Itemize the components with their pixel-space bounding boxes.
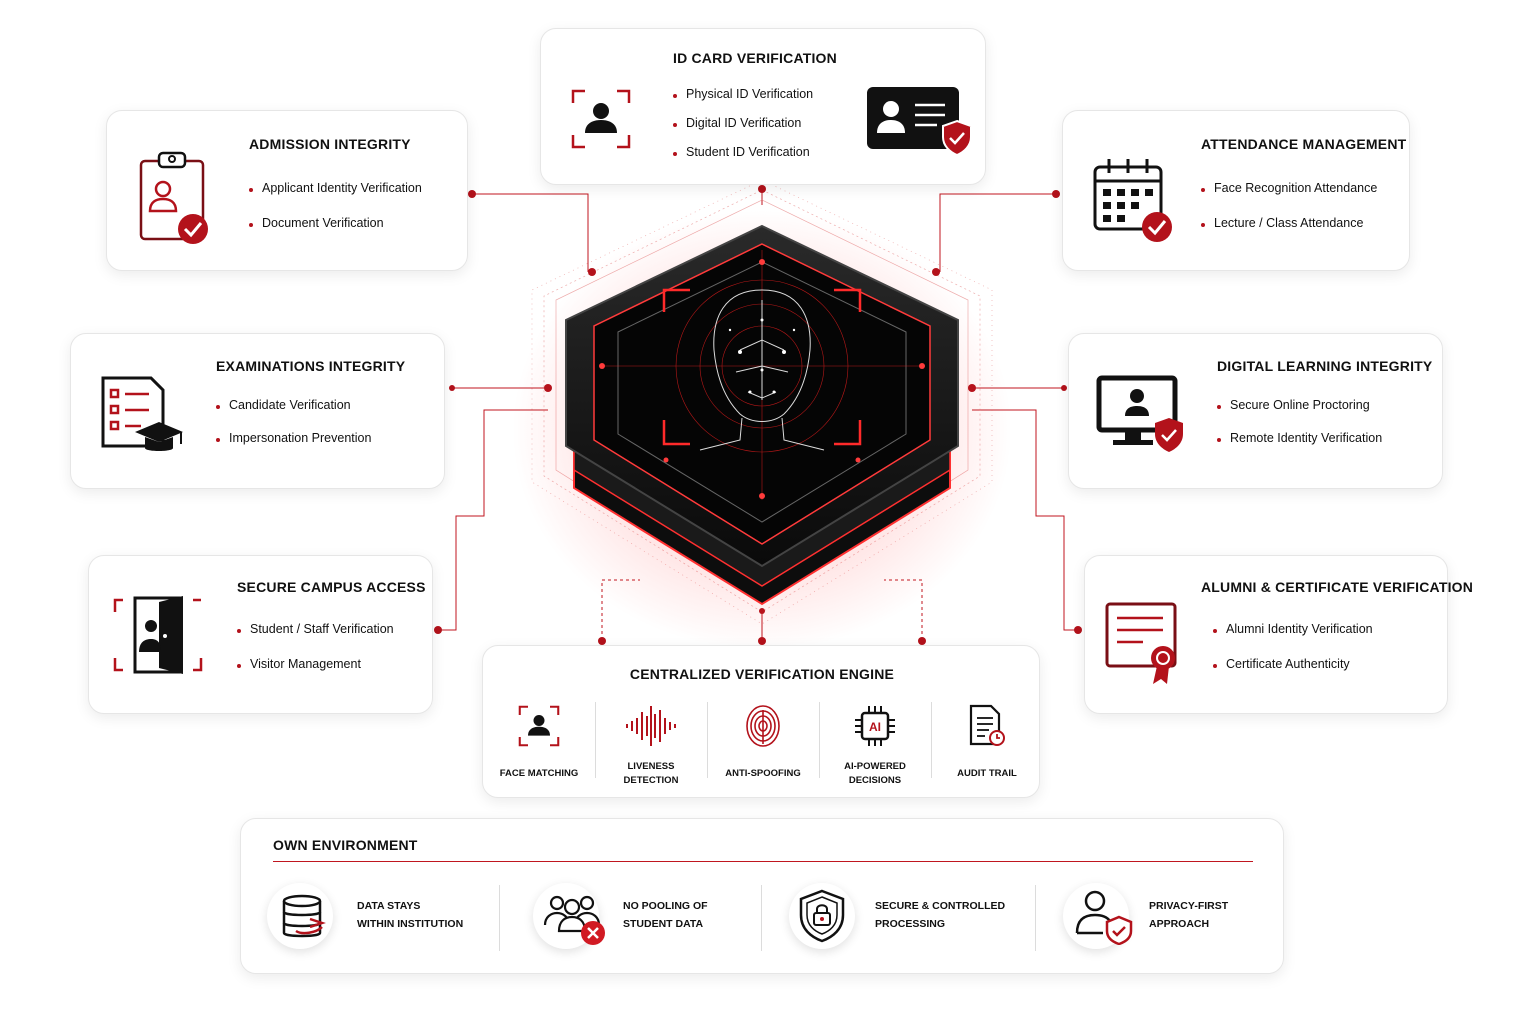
bullet-list: Applicant Identity Verification Document… <box>249 181 422 251</box>
card-title: CENTRALIZED VERIFICATION ENGINE <box>629 666 895 682</box>
document-audit-icon <box>969 704 1005 746</box>
list-item: Certificate Authenticity <box>1213 657 1373 692</box>
engine-label: AUDIT TRAIL <box>957 768 1017 779</box>
monitor-shield-icon <box>1095 374 1189 463</box>
certificate-icon <box>1103 600 1183 691</box>
card-title: ID CARD VERIFICATION <box>673 50 837 66</box>
divider <box>931 702 932 778</box>
checklist-graduation-icon <box>99 374 185 465</box>
list-item: Candidate Verification <box>216 398 371 431</box>
env-label: NO POOLING OF STUDENT DATA <box>623 900 708 930</box>
card-alumni-certificate-verification: ALUMNI & CERTIFICATE VERIFICATION Alumni… <box>1084 555 1473 714</box>
env-item-secure-processing: SECURE & CONTROLLED PROCESSING <box>789 879 1021 959</box>
engine-label: FACE MATCHING <box>499 768 579 779</box>
divider <box>761 885 762 951</box>
card-digital-learning-integrity: DIGITAL LEARNING INTEGRITY Secure Online… <box>1068 333 1443 489</box>
card-examinations-integrity: EXAMINATIONS INTEGRITY Candidate Verific… <box>70 333 445 489</box>
group-no-icon <box>543 895 605 945</box>
list-item: Impersonation Prevention <box>216 431 371 464</box>
engine-label: AI-POWERED DECISIONS <box>844 761 906 786</box>
database-icon <box>282 894 326 938</box>
bullet-list: Physical ID Verification Digital ID Veri… <box>673 87 813 174</box>
env-label: SECURE & CONTROLLED PROCESSING <box>875 900 1006 930</box>
divider <box>499 885 500 951</box>
card-secure-campus-access: SECURE CAMPUS ACCESS Student / Staff Ver… <box>88 555 433 714</box>
card-title: DIGITAL LEARNING INTEGRITY <box>1217 358 1433 374</box>
card-title: OWN ENVIRONMENT <box>273 837 418 853</box>
engine-item-liveness-detection: LIVENESS DETECTION <box>595 704 707 788</box>
card-admission-integrity: ADMISSION INTEGRITY Applicant Identity V… <box>106 110 468 271</box>
engine-item-anti-spoofing: ANTI-SPOOFING <box>707 704 819 781</box>
divider <box>707 702 708 778</box>
env-item-privacy-first: PRIVACY-FIRST APPROACH <box>1063 879 1263 959</box>
list-item: Lecture / Class Attendance <box>1201 216 1377 251</box>
fingerprint-face-icon <box>746 705 780 747</box>
list-item: Digital ID Verification <box>673 116 813 145</box>
card-title: EXAMINATIONS INTEGRITY <box>216 358 406 374</box>
env-item-no-pooling: NO POOLING OF STUDENT DATA <box>533 879 765 959</box>
engine-item-audit-trail: AUDIT TRAIL <box>931 704 1043 781</box>
card-centralized-verification-engine: CENTRALIZED VERIFICATION ENGINE FACE MAT… <box>482 645 1040 798</box>
calendar-check-icon <box>1091 155 1177 252</box>
list-item: Applicant Identity Verification <box>249 181 422 216</box>
bullet-list: Secure Online Proctoring Remote Identity… <box>1217 398 1382 464</box>
list-item: Document Verification <box>249 216 422 251</box>
divider <box>819 702 820 778</box>
card-own-environment: OWN ENVIRONMENT DATA STAYS WITHIN INSTIT… <box>240 818 1284 974</box>
bullet-list: Face Recognition Attendance Lecture / Cl… <box>1201 181 1377 251</box>
engine-label: ANTI-SPOOFING <box>725 768 801 779</box>
bullet-list: Candidate Verification Impersonation Pre… <box>216 398 371 464</box>
door-person-icon <box>111 594 205 681</box>
list-item: Physical ID Verification <box>673 87 813 116</box>
divider <box>1035 885 1036 951</box>
card-title: ATTENDANCE MANAGEMENT <box>1201 136 1407 152</box>
bullet-list: Alumni Identity Verification Certificate… <box>1213 622 1373 692</box>
face-frame-icon <box>569 87 633 156</box>
clipboard-check-icon <box>135 147 215 252</box>
list-item: Remote Identity Verification <box>1217 431 1382 464</box>
list-item: Visitor Management <box>237 657 394 692</box>
ai-chip-icon: AI <box>855 706 895 746</box>
env-label: PRIVACY-FIRST APPROACH <box>1149 900 1229 930</box>
id-card-shield-icon <box>865 83 975 162</box>
waveform-icon <box>626 706 676 746</box>
card-title: ALUMNI & CERTIFICATE VERIFICATION <box>1201 579 1474 595</box>
card-title: ADMISSION INTEGRITY <box>249 136 411 152</box>
title-underline <box>273 861 1253 862</box>
env-item-data-stays: DATA STAYS WITHIN INSTITUTION <box>267 879 499 959</box>
divider <box>595 702 596 778</box>
list-item: Student / Staff Verification <box>237 622 394 657</box>
engine-item-ai-decisions: AI AI-POWERED DECISIONS <box>819 704 931 788</box>
list-item: Face Recognition Attendance <box>1201 181 1377 216</box>
card-attendance-management: ATTENDANCE MANAGEMENT Face Recognition A… <box>1062 110 1410 271</box>
user-shield-icon <box>1075 890 1133 945</box>
svg-text:AI: AI <box>869 720 881 734</box>
env-label: DATA STAYS WITHIN INSTITUTION <box>357 900 464 930</box>
engine-label: LIVENESS DETECTION <box>623 761 679 786</box>
bullet-list: Student / Staff Verification Visitor Man… <box>237 622 394 692</box>
card-title: SECURE CAMPUS ACCESS <box>237 579 426 595</box>
face-scan-hexagon-icon <box>512 210 1012 650</box>
shield-lock-icon <box>799 889 845 943</box>
engine-item-face-matching: FACE MATCHING <box>483 704 595 781</box>
list-item: Student ID Verification <box>673 145 813 174</box>
list-item: Secure Online Proctoring <box>1217 398 1382 431</box>
card-id-card-verification: ID CARD VERIFICATION Physical ID Verific… <box>540 28 986 185</box>
list-item: Alumni Identity Verification <box>1213 622 1373 657</box>
face-frame-icon <box>518 705 560 747</box>
